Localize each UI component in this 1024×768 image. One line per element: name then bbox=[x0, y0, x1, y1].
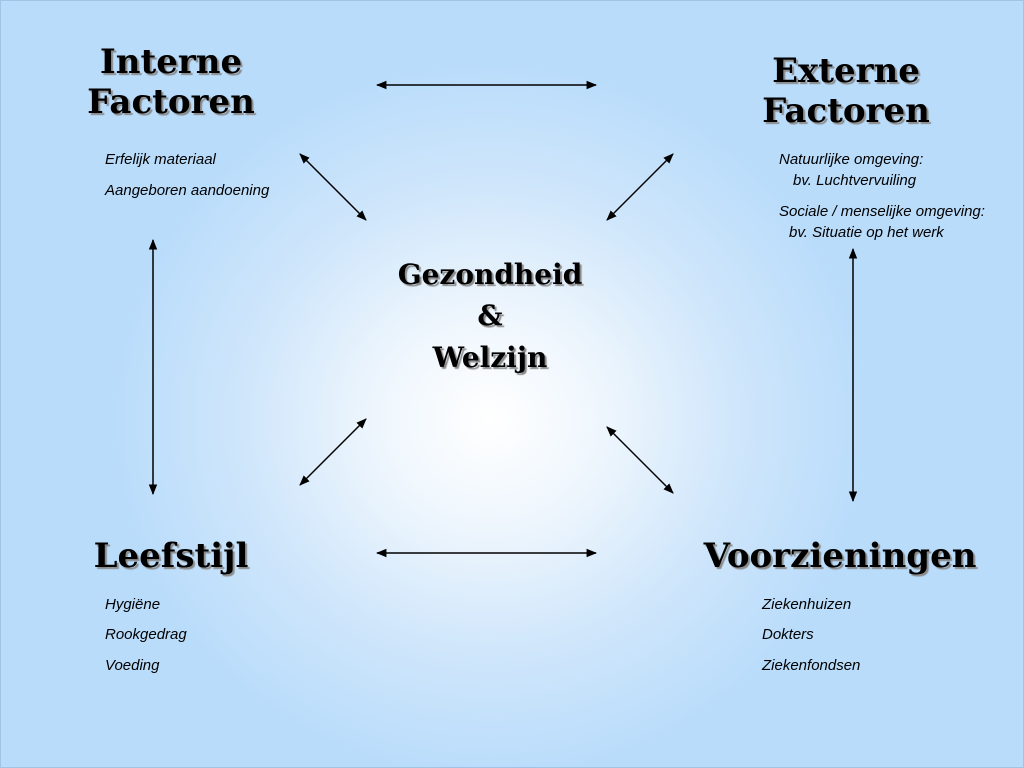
interne-factoren-heading: Interne Factoren bbox=[60, 42, 282, 123]
externe-item: bv. Luchtvervuiling bbox=[793, 172, 917, 189]
voorzieningen-heading: Voorzieningen bbox=[703, 536, 977, 576]
leefstijl-item: Voeding bbox=[105, 657, 160, 674]
interne-line2: Factoren bbox=[87, 81, 255, 122]
leefstijl-item: Rookgedrag bbox=[105, 626, 187, 643]
voorzieningen-item: Ziekenhuizen bbox=[762, 596, 852, 613]
externe-line1: Externe bbox=[772, 51, 920, 91]
externe-factoren-heading: Externe Factoren bbox=[735, 51, 957, 132]
leefstijl-item: Hygiëne bbox=[105, 596, 161, 613]
arrow-diagonal-top-left bbox=[299, 153, 367, 221]
externe-item: bv. Situatie op het werk bbox=[789, 224, 944, 241]
leefstijl-heading: Leefstijl bbox=[93, 536, 249, 576]
voorzieningen-item: Dokters bbox=[762, 626, 814, 643]
interne-line1: Interne bbox=[99, 42, 243, 82]
gezondheid-welzijn-heading: Gezondheid & Welzijn bbox=[370, 254, 610, 378]
arrow-diagonal-bottom-right bbox=[606, 426, 674, 494]
externe-item: Sociale / menselijke omgeving: bbox=[779, 203, 985, 220]
center-line2: & bbox=[477, 299, 503, 333]
externe-line2: Factoren bbox=[762, 90, 930, 131]
center-line1: Gezondheid bbox=[397, 258, 583, 291]
center-line3: Welzijn bbox=[432, 340, 548, 374]
interne-item: Aangeboren aandoening bbox=[105, 182, 270, 199]
externe-item: Natuurlijke omgeving: bbox=[779, 151, 924, 168]
arrow-diagonal-bottom-left bbox=[299, 418, 367, 486]
arrow-diagonal-top-right bbox=[606, 153, 674, 221]
interne-item: Erfelijk materiaal bbox=[105, 151, 216, 168]
voorzieningen-item: Ziekenfondsen bbox=[762, 657, 861, 674]
